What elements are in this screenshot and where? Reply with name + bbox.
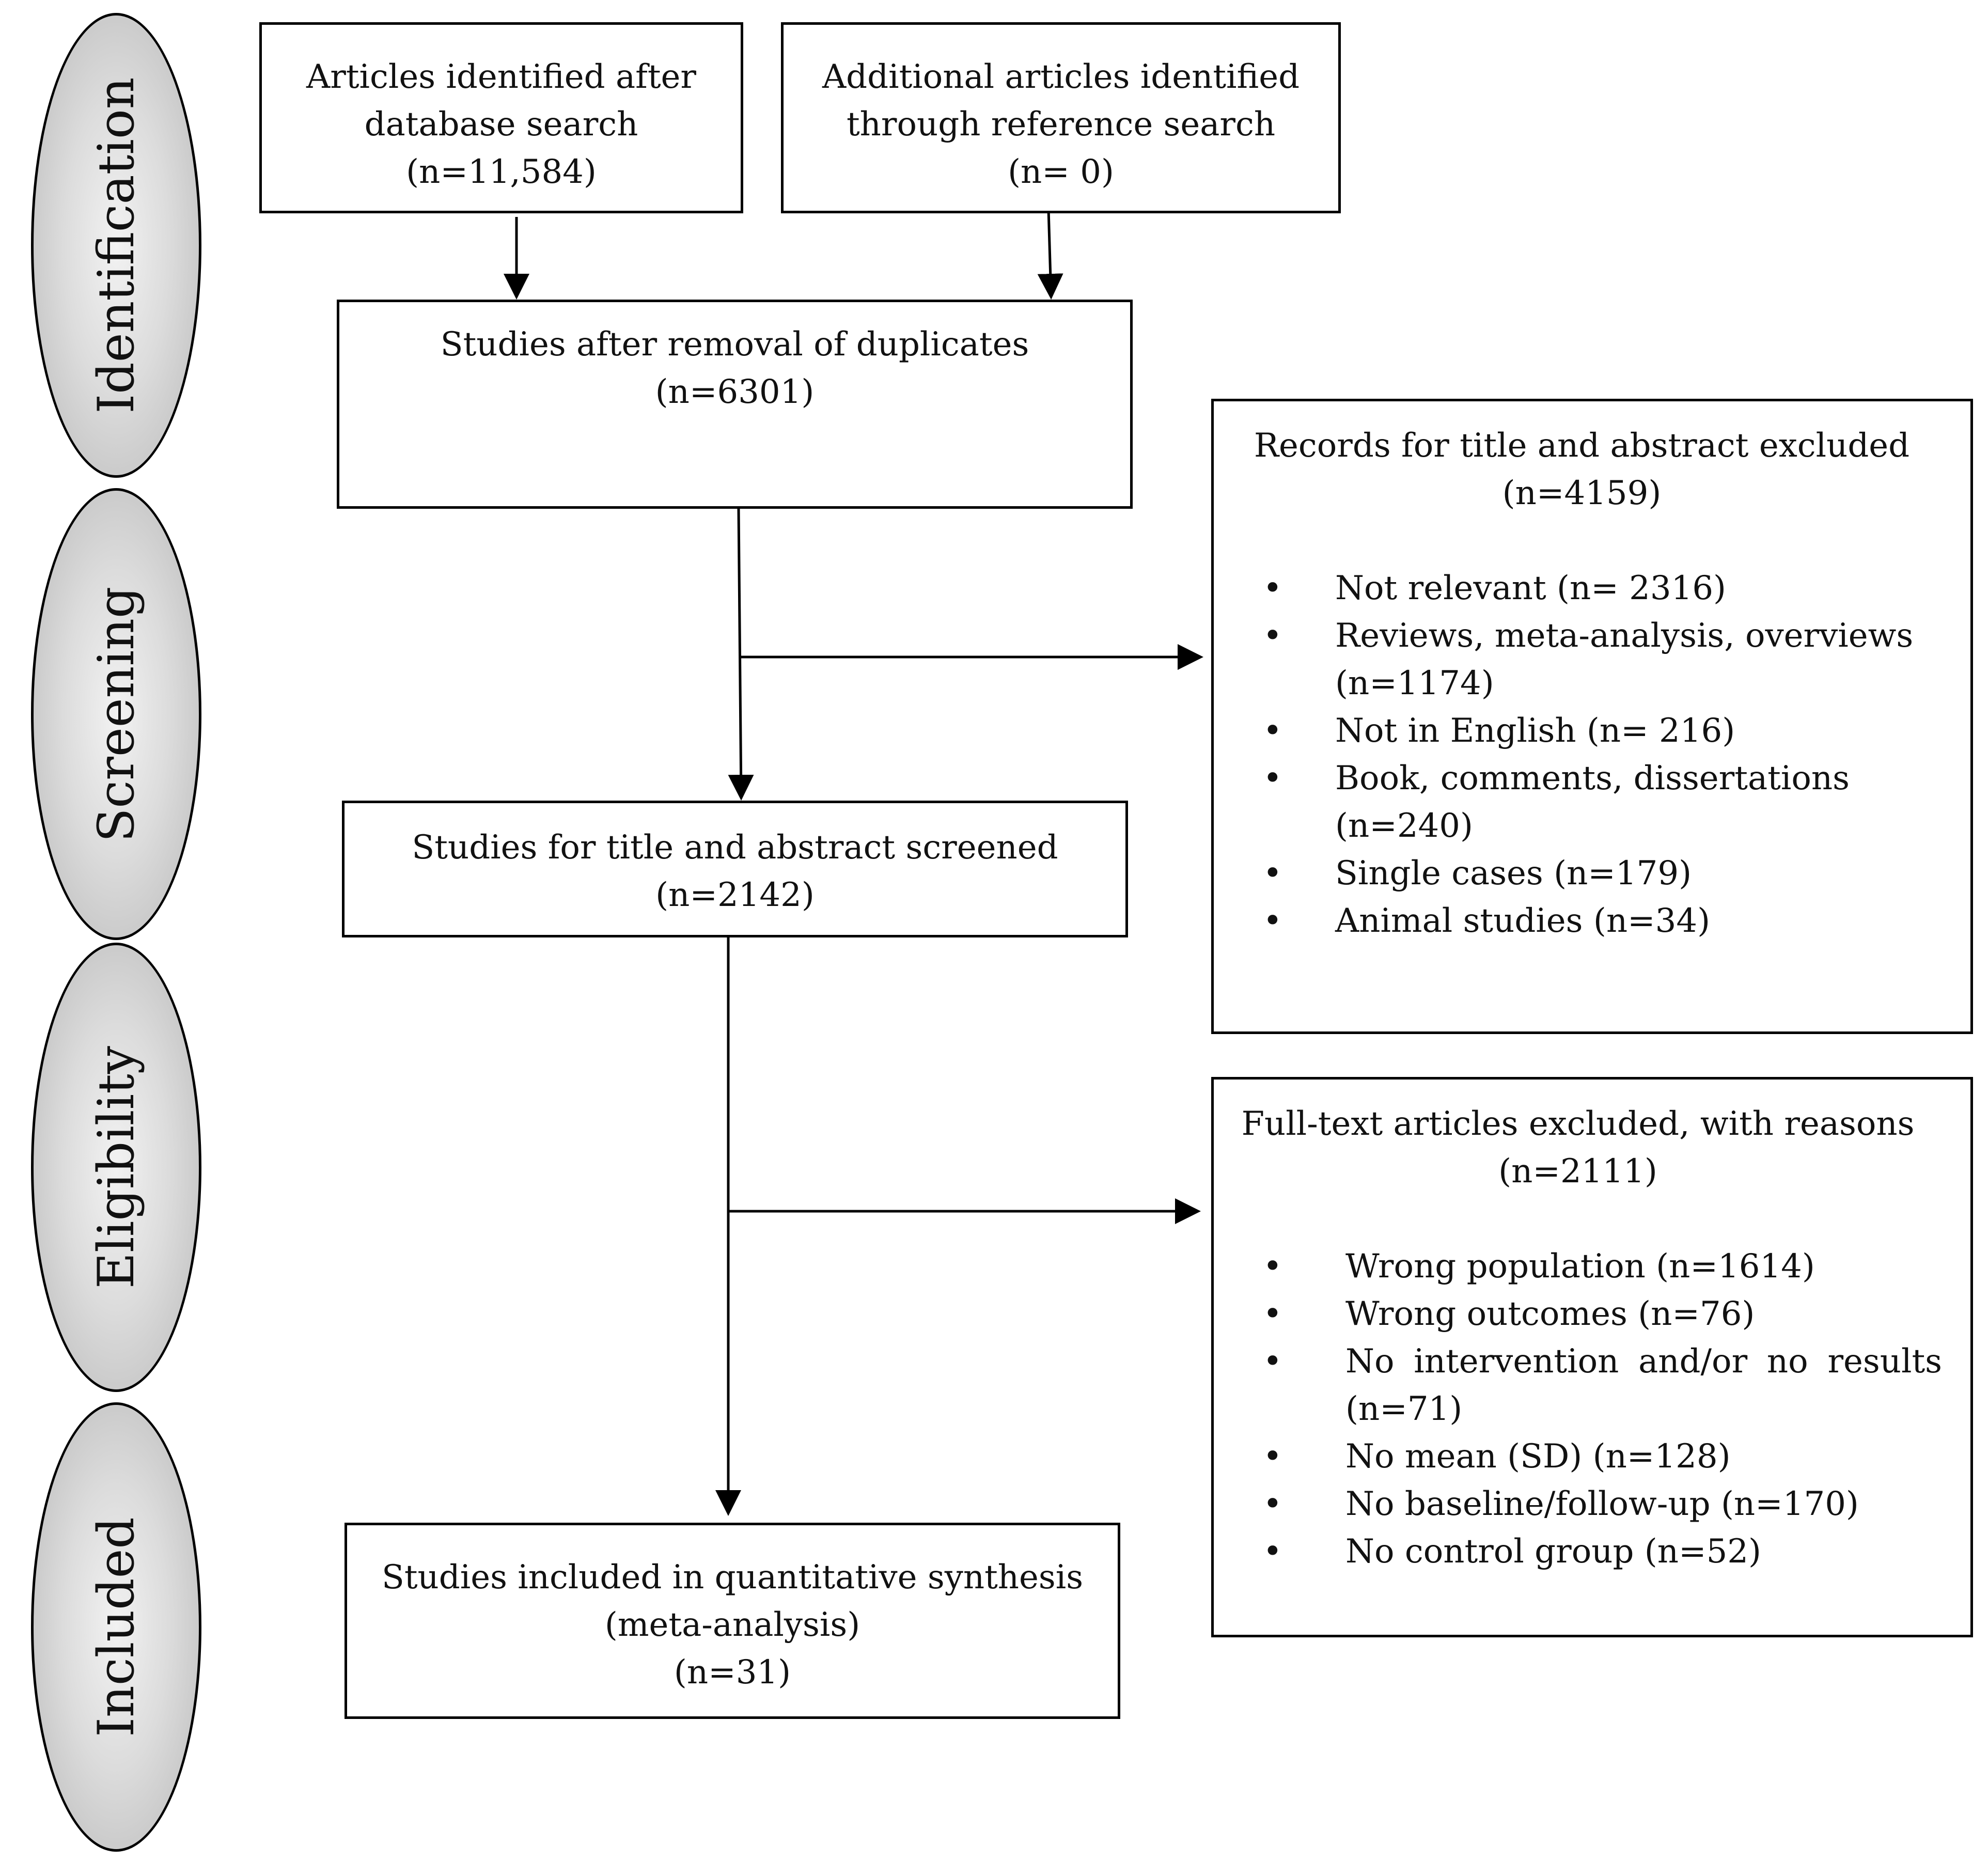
arrow-reference-to-duplicates	[1037, 209, 1063, 300]
list-item: No intervention and/or no results	[1214, 1338, 1942, 1385]
fulltext-excluded-count: (n=2111)	[1498, 1152, 1657, 1191]
arrow-duplicates-to-screened	[728, 508, 754, 801]
title-abstract-excluded-title: Records for title and abstract excluded	[1254, 427, 1910, 465]
list-item: Book, comments, dissertations	[1214, 755, 1950, 802]
list-item: Wrong population (n=1614)	[1214, 1243, 1942, 1290]
list-item: No control group (n=52)	[1214, 1528, 1942, 1575]
database-search-line1: Articles identified after	[306, 58, 696, 96]
database-search-box: Articles identified after database searc…	[259, 22, 743, 213]
list-item: Single cases (n=179)	[1214, 850, 1950, 897]
list-item: No mean (SD) (n=128)	[1214, 1433, 1942, 1480]
title-abstract-excluded-box: Records for title and abstract excluded …	[1211, 399, 1973, 1034]
stage-screening: Screening	[31, 488, 201, 940]
database-search-count: (n=11,584)	[406, 153, 597, 191]
screened-count: (n=2142)	[655, 876, 815, 914]
reference-search-line1: Additional articles identified	[822, 58, 1300, 96]
database-search-line2: database search	[364, 105, 638, 144]
stage-included: Included	[31, 1402, 201, 1852]
list-item: (n=71)	[1345, 1390, 1463, 1428]
list-item: (n=1174)	[1335, 664, 1494, 702]
after-duplicates-box: Studies after removal of duplicates (n=6…	[337, 300, 1133, 509]
stage-identification: Identification	[31, 13, 201, 478]
title-abstract-excluded-count: (n=4159)	[1502, 474, 1662, 512]
included-count: (n=31)	[674, 1653, 791, 1692]
reference-search-box: Additional articles identified through r…	[781, 22, 1341, 213]
stage-eligibility: Eligibility	[31, 943, 201, 1392]
included-line1: Studies included in quantitative synthes…	[381, 1558, 1084, 1597]
after-duplicates-count: (n=6301)	[655, 373, 815, 411]
list-item: (n=240)	[1335, 807, 1473, 845]
included-box: Studies included in quantitative synthes…	[345, 1523, 1120, 1719]
list-item: Wrong outcomes (n=76)	[1214, 1290, 1942, 1338]
list-item: Not relevant (n= 2316)	[1214, 565, 1950, 612]
fulltext-excluded-box: Full-text articles excluded, with reason…	[1211, 1077, 1973, 1637]
reference-search-line2: through reference search	[846, 105, 1276, 144]
list-item: No baseline/follow-up (n=170)	[1214, 1480, 1942, 1528]
reference-search-count: (n= 0)	[1008, 153, 1114, 191]
after-duplicates-line1: Studies after removal of duplicates	[440, 325, 1029, 364]
list-item: Animal studies (n=34)	[1214, 897, 1950, 945]
title-abstract-exclusion-list: Not relevant (n= 2316) Reviews, meta-ana…	[1214, 565, 1950, 945]
fulltext-exclusion-list: Wrong population (n=1614) Wrong outcomes…	[1214, 1243, 1942, 1575]
screened-line1: Studies for title and abstract screened	[412, 828, 1058, 867]
fulltext-excluded-title: Full-text articles excluded, with reason…	[1241, 1105, 1915, 1143]
screened-box: Studies for title and abstract screened …	[342, 801, 1128, 937]
list-item: Not in English (n= 216)	[1214, 707, 1950, 755]
included-line2: (meta-analysis)	[604, 1606, 860, 1644]
list-item: Reviews, meta-analysis, overviews	[1214, 612, 1950, 660]
